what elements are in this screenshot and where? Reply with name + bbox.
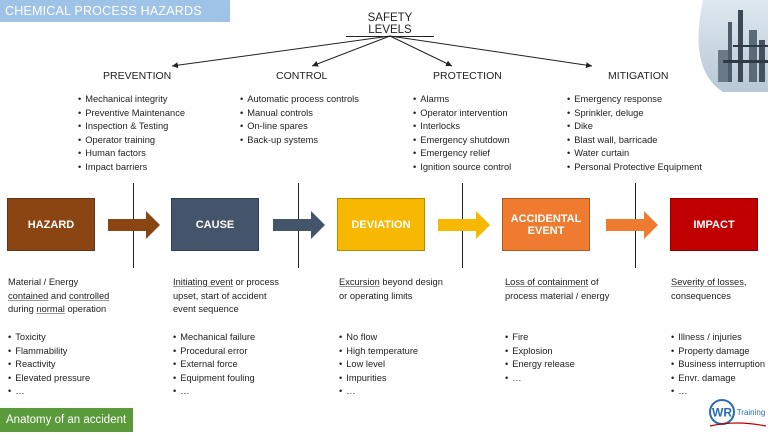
list-item: External force	[173, 358, 255, 372]
list-item: On-line spares	[240, 120, 359, 134]
refinery-photo	[698, 0, 768, 92]
cause-description: Initiating event or process upset, start…	[173, 277, 279, 314]
wr-training-logo: WR Training	[709, 399, 767, 427]
deviation-description: Excursion beyond design or operating lim…	[339, 277, 443, 301]
list-item: Blast wall, barricade	[567, 134, 702, 148]
list-item: Procedural error	[173, 345, 255, 359]
stage-label-line1: ACCIDENTAL	[510, 212, 582, 225]
list-item: Mechanical failure	[173, 331, 255, 345]
protection-list: Alarms Operator intervention Interlocks …	[413, 93, 511, 174]
svg-text:Training: Training	[737, 408, 766, 417]
prevention-list: Mechanical integrity Preventive Maintena…	[78, 93, 185, 174]
list-item: Manual controls	[240, 107, 359, 121]
impact-examples: Illness / injuries Property damage Busin…	[671, 331, 765, 399]
stage-cause: CAUSE	[171, 198, 259, 251]
list-item: Illness / injuries	[671, 331, 765, 345]
list-item: Inspection & Testing	[78, 120, 185, 134]
stage-hazard: HAZARD	[7, 198, 95, 251]
impact-description: Severity of losses, consequences	[671, 277, 747, 301]
list-item: Energy release	[505, 358, 575, 372]
hazard-description: Material / Energy contained and controll…	[8, 277, 110, 314]
list-item: Flammability	[8, 345, 90, 359]
category-prevention: PREVENTION	[103, 70, 172, 82]
cause-examples: Mechanical failure Procedural error Exte…	[173, 331, 255, 399]
list-item: Alarms	[413, 93, 511, 107]
category-mitigation: MITIGATION	[608, 70, 669, 82]
stage-deviation: DEVIATION	[337, 198, 425, 251]
arrow-deviation-to-event	[438, 211, 490, 239]
list-item: Back-up systems	[240, 134, 359, 148]
svg-text:WR: WR	[712, 406, 732, 420]
list-item: Human factors	[78, 147, 185, 161]
event-examples: Fire Explosion Energy release …	[505, 331, 575, 385]
list-item: Ignition source control	[413, 161, 511, 175]
list-item: No flow	[339, 331, 418, 345]
category-protection: PROTECTION	[433, 70, 502, 82]
list-item: …	[339, 385, 418, 399]
list-item: Emergency shutdown	[413, 134, 511, 148]
list-item: Mechanical integrity	[78, 93, 185, 107]
flow-arrows	[108, 211, 658, 239]
list-item: Business interruption	[671, 358, 765, 372]
stage-accidental-event: ACCIDENTAL EVENT	[502, 198, 590, 251]
arrow-hazard-to-cause	[108, 211, 160, 239]
list-item: Emergency relief	[413, 147, 511, 161]
hazard-examples: Toxicity Flammability Reactivity Elevate…	[8, 331, 90, 399]
list-item: Toxicity	[8, 331, 90, 345]
list-item: Low level	[339, 358, 418, 372]
mitigation-list: Emergency response Sprinkler, deluge Dik…	[567, 93, 702, 174]
list-item: Envr. damage	[671, 372, 765, 386]
list-item: Impact barriers	[78, 161, 185, 175]
list-item: Preventive Maintenance	[78, 107, 185, 121]
tree-connectors	[171, 35, 593, 69]
connector-mitigation	[389, 35, 593, 69]
list-item: Explosion	[505, 345, 575, 359]
stage-label: CAUSE	[195, 218, 235, 231]
list-item: Impurities	[339, 372, 418, 386]
stage-label: IMPACT	[693, 218, 735, 231]
event-description: Loss of containment of process material …	[505, 277, 610, 301]
list-item: Property damage	[671, 345, 765, 359]
stage-label: HAZARD	[27, 218, 75, 231]
control-list: Automatic process controls Manual contro…	[240, 93, 359, 147]
list-item: Personal Protective Equipment	[567, 161, 702, 175]
arrow-event-to-impact	[606, 211, 658, 239]
deviation-examples: No flow High temperature Low level Impur…	[339, 331, 418, 399]
list-item: Reactivity	[8, 358, 90, 372]
list-item: …	[8, 385, 90, 399]
list-item: Dike	[567, 120, 702, 134]
list-item: Elevated pressure	[8, 372, 90, 386]
list-item: Sprinkler, deluge	[567, 107, 702, 121]
list-item: High temperature	[339, 345, 418, 359]
connector-protection	[389, 35, 453, 67]
connector-control	[311, 35, 391, 67]
list-item: Operator intervention	[413, 107, 511, 121]
list-item: …	[671, 385, 765, 399]
footer-label: Anatomy of an accident	[0, 408, 133, 432]
list-item: Equipment fouling	[173, 372, 255, 386]
list-item: Fire	[505, 331, 575, 345]
list-item: Operator training	[78, 134, 185, 148]
list-item: Interlocks	[413, 120, 511, 134]
category-control: CONTROL	[276, 70, 328, 82]
connector-prevention	[171, 35, 391, 69]
stage-label-line2: EVENT	[527, 224, 565, 237]
arrow-cause-to-deviation	[273, 211, 325, 239]
list-item: Automatic process controls	[240, 93, 359, 107]
stage-impact: IMPACT	[670, 198, 758, 251]
list-item: Emergency response	[567, 93, 702, 107]
list-item: Water curtain	[567, 147, 702, 161]
page-title: CHEMICAL PROCESS HAZARDS ANALYSIS	[0, 0, 230, 40]
list-item: …	[173, 385, 255, 399]
list-item: …	[505, 372, 575, 386]
stage-label: DEVIATION	[351, 218, 411, 231]
